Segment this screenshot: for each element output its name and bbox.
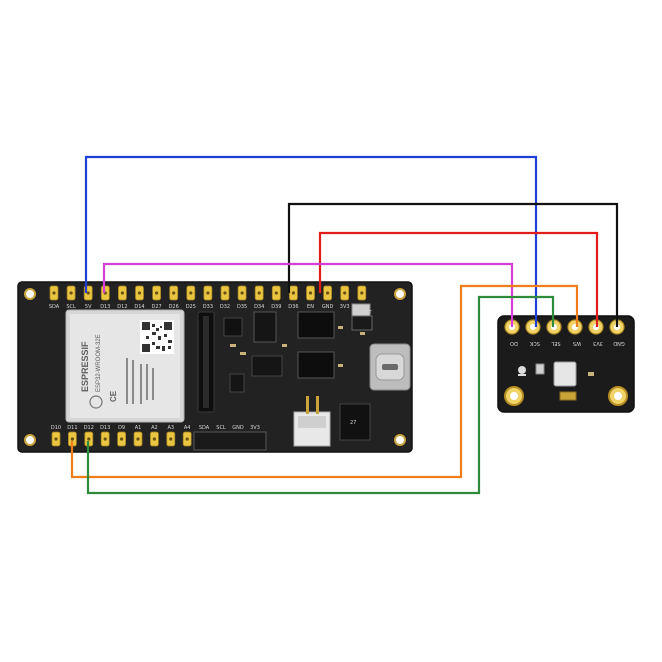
top-pin-label: D32 [220,304,230,310]
top-pin-label: 3V3 [340,304,350,310]
espressif-logo-icon [89,395,103,409]
bottom-pin-labels: D10 D11 D12 D13 D9 A1 A2 A3 A4 [51,425,191,431]
wire-black [287,202,619,327]
top-pin-label: D12 [117,304,127,310]
sensor-pin-label: 3V3 [593,340,603,346]
sensor-pin-labels: DO SCK SEL WS 3V3 GND [510,340,625,346]
mounting-hole [394,288,406,300]
top-pin-label: D25 [186,304,196,310]
top-pin-label: D33 [203,304,213,310]
rst-button-label: RST [362,310,373,316]
connector-pin-label: 3V3 [250,425,260,431]
connector-pin-label: SDA [199,425,210,431]
bottom-pin-label: D10 [51,425,61,431]
chip-usb-uart [297,351,335,379]
microphone-icon [518,366,526,374]
module-model: ESP32-WROOM-32E [96,334,102,392]
bottom-pin-label: D11 [67,425,77,431]
top-pin-label: D26 [169,304,179,310]
microphone-element [553,361,577,387]
sensor-pin-label: DO [510,340,518,346]
bottom-pin-label: D13 [100,425,110,431]
top-pin-label: SDA [49,304,60,310]
bottom-pin-label: A2 [151,425,158,431]
top-pin-label: D13 [100,304,110,310]
top-pin-label: D36 [288,304,298,310]
top-pin-label: D39 [271,304,281,310]
wires [70,155,619,495]
top-pin-label: D34 [254,304,264,310]
battery-header [339,403,371,441]
mounting-hole [24,434,36,446]
module-brand: ESPRESSIF [80,341,90,392]
qr-code [140,320,174,354]
chip [223,317,243,337]
wire-blue [84,155,538,327]
pad-number: 27 [350,420,356,426]
module-small-print [126,358,154,404]
chip-regulator [297,311,335,339]
sensor-pin-label: WS [573,340,581,346]
chip [251,355,283,377]
inductor [253,311,277,343]
bottom-pin-header [51,431,192,447]
top-pin-label: D14 [134,304,144,310]
i2c-connector [193,431,267,451]
wire-green [86,295,555,495]
top-pin-label: SCL [66,304,76,310]
wire-magenta [102,262,514,327]
top-pin-label: 5V [85,304,92,310]
bottom-pin-label: A1 [135,425,142,431]
bottom-pin-label: A3 [167,425,174,431]
sensor-pin-label: SEL [551,340,560,346]
sensor-pin-label: SCK [529,340,540,346]
top-pin-label: GND [322,304,334,310]
connector-pin-label: GND [232,425,244,431]
wire-orange [70,284,579,479]
top-pin-label: EN [307,304,314,310]
top-pin-label: D35 [237,304,247,310]
sensor-pin-label: GND [613,340,625,346]
connector-pin-label: SCL [216,425,226,431]
ce-mark: CE [109,390,118,402]
top-pin-labels: SDA SCL 5V D13 D12 D14 D27 D26 D25 D33 D32 D35 D34 D3… [49,304,368,310]
esp32-module: ESPRESSIF ESP32-WROOM-32E CE [65,309,185,423]
mounting-hole [394,434,406,446]
mounting-hole [24,288,36,300]
sensor-board: DO SCK SEL WS 3V3 GND [497,315,635,413]
bottom-pin-label: A4 [184,425,191,431]
i2c-connector-labels: SDA SCL GND 3V3 [199,425,260,431]
bottom-pin-label: D9 [118,425,125,431]
chip [229,373,245,393]
bottom-pin-label: D12 [84,425,94,431]
top-pin-label: D27 [151,304,161,310]
